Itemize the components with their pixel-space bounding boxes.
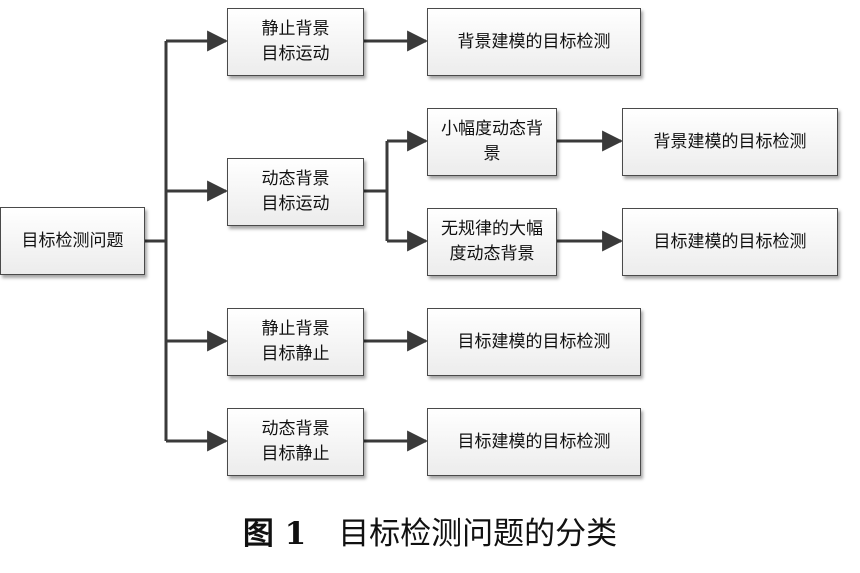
sub2-result-node: 目标建模的目标检测 [622, 208, 838, 276]
branch1-condition-label: 静止背景 目标运动 [261, 19, 330, 64]
branch2-condition-node: 动态背景 目标运动 [227, 158, 364, 226]
sub1-result-label: 背景建模的目标检测 [653, 131, 807, 152]
sub1-condition-node: 小幅度动态背 景 [427, 108, 557, 176]
branch4-condition-node: 动态背景 目标静止 [227, 408, 364, 476]
sub2-condition-node: 无规律的大幅 度动态背景 [427, 208, 557, 276]
figure-caption: 图 1 目标检测问题的分类 [0, 508, 860, 553]
branch1-condition-node: 静止背景 目标运动 [227, 8, 364, 76]
branch3-result-label: 目标建模的目标检测 [457, 331, 611, 352]
branch1-result-node: 背景建模的目标检测 [427, 8, 641, 76]
branch4-result-label: 目标建模的目标检测 [457, 431, 611, 452]
root-label: 目标检测问题 [21, 230, 124, 251]
caption-number: 图 1 [242, 516, 307, 552]
sub2-condition-label: 无规律的大幅 度动态背景 [441, 219, 543, 264]
branch1-result-label: 背景建模的目标检测 [457, 31, 611, 52]
branch4-result-node: 目标建模的目标检测 [427, 408, 641, 476]
branch4-condition-label: 动态背景 目标静止 [261, 419, 330, 464]
caption-text: 目标检测问题的分类 [338, 516, 618, 552]
branch3-result-node: 目标建模的目标检测 [427, 308, 641, 376]
branch3-condition-node: 静止背景 目标静止 [227, 308, 364, 376]
sub1-result-node: 背景建模的目标检测 [622, 108, 838, 176]
branch2-condition-label: 动态背景 目标运动 [261, 169, 330, 214]
sub1-condition-label: 小幅度动态背 景 [441, 119, 543, 164]
branch3-condition-label: 静止背景 目标静止 [261, 319, 330, 364]
sub2-result-label: 目标建模的目标检测 [653, 231, 807, 252]
root-node: 目标检测问题 [0, 207, 145, 275]
